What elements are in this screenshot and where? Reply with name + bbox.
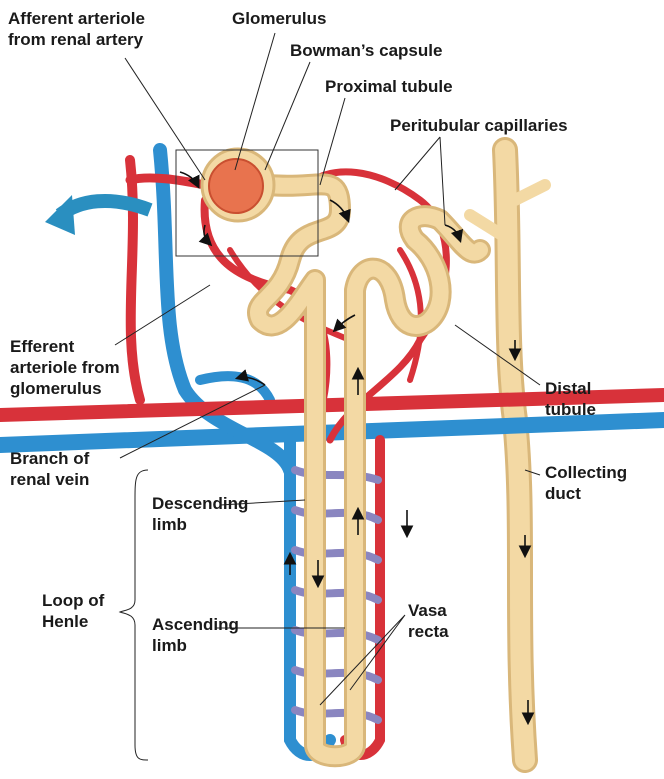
label-proximal-tubule: Proximal tubule <box>325 77 453 96</box>
label-line: Ascending <box>152 615 239 634</box>
label-bowmans-capsule: Bowman’s capsule <box>290 41 443 60</box>
label-glomerulus: Glomerulus <box>232 9 327 28</box>
label-line: limb <box>152 515 187 534</box>
label-line: from renal artery <box>8 30 144 49</box>
label-line: Collecting <box>545 463 628 482</box>
renal-vein <box>0 143 664 761</box>
label-ascending-limb: Ascending limb <box>152 614 239 656</box>
label-line: glomerulus <box>10 379 102 398</box>
renal-artery <box>0 155 664 760</box>
label-line: limb <box>152 636 187 655</box>
bowmans-capsule <box>200 147 276 223</box>
vasa-recta <box>291 466 382 724</box>
label-renal-vein-branch: Branch of renal vein <box>10 448 89 490</box>
label-line: arteriole from <box>10 358 120 377</box>
label-line: Afferent arteriole <box>8 9 145 28</box>
label-line: Branch of <box>10 449 90 468</box>
label-line: Vasa <box>408 601 447 620</box>
label-loop-of-henle: Loop of Henle <box>42 590 104 632</box>
label-distal-tubule: Distal tubule <box>545 378 596 420</box>
label-line: renal vein <box>10 470 90 489</box>
label-line: duct <box>545 484 581 503</box>
label-line: Henle <box>42 612 89 631</box>
flow-arrows <box>179 171 535 726</box>
label-line: Distal <box>545 379 592 398</box>
label-line: tubule <box>545 400 596 419</box>
label-line: recta <box>408 622 449 641</box>
label-vasa-recta: Vasa recta <box>408 600 449 642</box>
label-efferent-arteriole: Efferent arteriole from glomerulus <box>10 336 120 399</box>
glomerulus-inset-box <box>175 149 319 257</box>
label-line: Loop of <box>42 591 105 610</box>
nephron-tubule <box>247 173 491 768</box>
label-line: Efferent <box>10 337 75 356</box>
label-descending-limb: Descending limb <box>152 493 248 535</box>
label-collecting-duct: Collecting duct <box>545 462 627 504</box>
label-afferent-arteriole: Afferent arteriole from renal artery <box>8 8 145 50</box>
outflow-arrowhead <box>45 195 75 235</box>
label-line: Descending <box>152 494 249 513</box>
glomerulus <box>208 158 264 214</box>
leader-lines <box>114 32 541 761</box>
label-peritubular-capillaries: Peritubular capillaries <box>390 116 568 135</box>
